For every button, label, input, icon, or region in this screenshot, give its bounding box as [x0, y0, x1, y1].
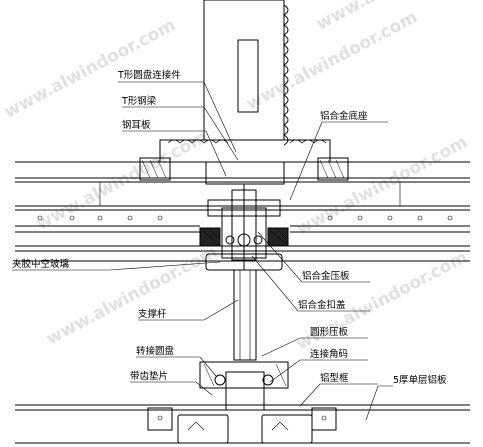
support-rod [233, 269, 257, 361]
watermark-5: www.alwindoor.com [293, 132, 471, 239]
label-connecting-corner: 连接角码 [310, 348, 348, 360]
label-laminated-glass: 夹胶中空玻璃 [12, 258, 69, 270]
adapter-disc-assembly [199, 361, 289, 411]
label-t-plate-connector: T形圆盘连接件 [117, 69, 181, 81]
labels: T形圆盘连接件 T形钢梁 钢耳板 铝合金底座 夹胶中空玻璃 铝合金压板 铝合金扣… [12, 69, 447, 386]
watermark-6: www.alwindoor.com [43, 242, 221, 349]
label-aluminum-frame: 铝型框 [320, 372, 349, 384]
watermark-4: www.alwindoor.com [33, 127, 211, 234]
label-steel-ear-plate: 钢耳板 [122, 119, 151, 131]
label-aluminum-base: 铝合金底座 [320, 110, 368, 122]
label-toothed-washer: 带齿垫片 [130, 370, 168, 382]
glass-fixings [37, 215, 453, 221]
label-round-pressure-plate: 圆形压板 [310, 326, 349, 338]
label-support-rod: 支撑杆 [138, 308, 167, 320]
glass-layers [15, 161, 470, 262]
leader-lines [12, 81, 393, 421]
label-single-aluminum-panel: 5厚单层铝板 [393, 374, 447, 386]
t-steel-beam [203, 0, 289, 146]
aluminum-panel [15, 404, 470, 444]
label-adapter-disc: 转接圆盘 [136, 345, 175, 357]
label-aluminum-pressure-plate: 铝合金压板 [302, 270, 350, 282]
watermarks: www.alwindoor.com www.alwindoor.com www.… [1, 0, 483, 354]
label-t-steel-beam: T形钢梁 [121, 95, 157, 107]
label-aluminum-cap: 铝合金扣盖 [298, 299, 346, 311]
